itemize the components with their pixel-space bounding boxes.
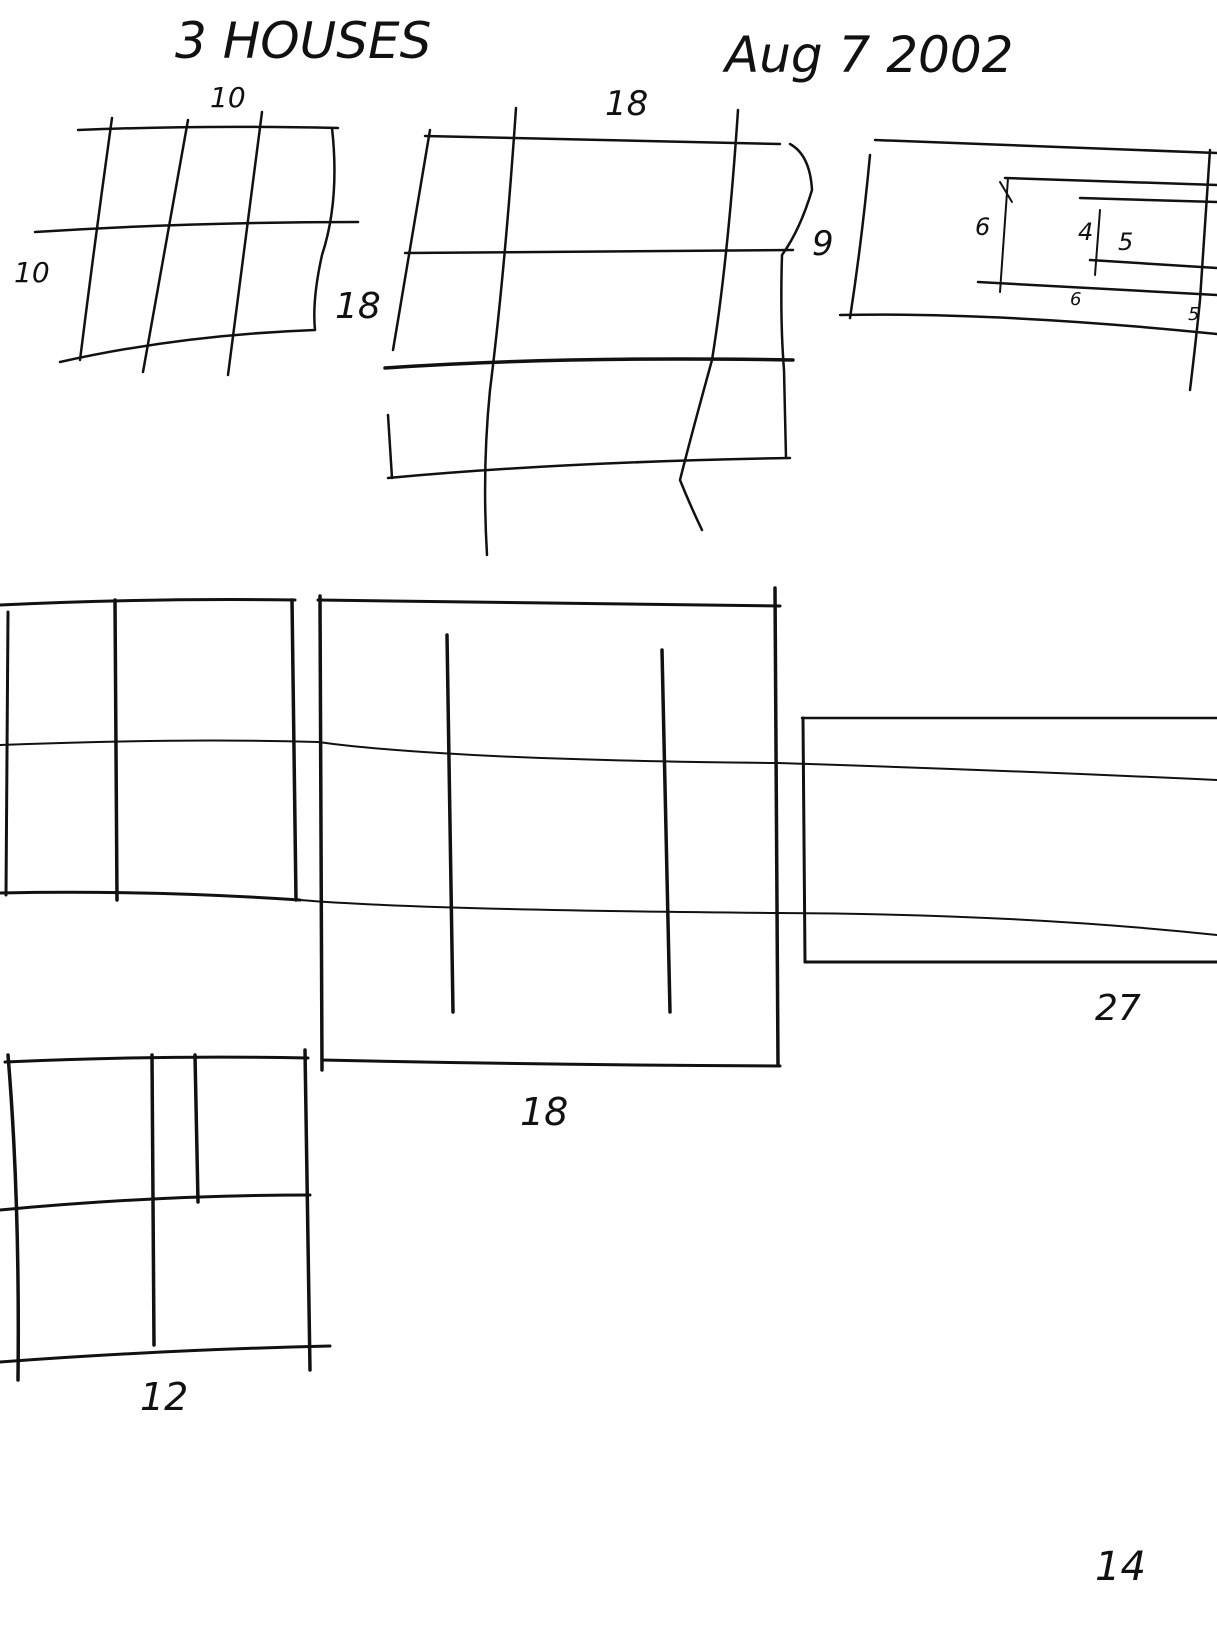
- sketch1-grid: [33, 110, 360, 377]
- sketch3-inner-dimension-b: 5: [1118, 228, 1133, 256]
- sketch1-left-dimension: 10: [14, 256, 50, 289]
- sketch-title: 3 HOUSES: [175, 12, 431, 70]
- lower-left-plan-bottom-dimension: 12: [140, 1375, 188, 1419]
- sketch3-height-dimension: 6: [975, 213, 990, 241]
- sketch1-right-dimension: 18: [335, 286, 381, 327]
- sketch-date: Aug 7 2002: [722, 26, 1013, 84]
- middle-center-plan: [299, 586, 782, 1072]
- sketch2-right-dimension: 9: [812, 224, 834, 264]
- sketch3-bottom-dimension-a: 6: [1070, 289, 1081, 310]
- center-plan-bottom-dimension: 18: [520, 1090, 568, 1134]
- sketch2-top-dimension: 18: [605, 84, 648, 124]
- bottom-left-plan: [0, 1048, 332, 1382]
- sketch2-grid: [383, 106, 814, 557]
- sketch1-top-dimension: 10: [210, 81, 246, 114]
- middle-right-plan: [777, 716, 1217, 964]
- sketch3-inner-dimension-a: 4: [1078, 218, 1093, 246]
- sketch3-elevation: [838, 138, 1217, 392]
- middle-left-plan: [0, 598, 319, 902]
- page-number: 14: [1095, 1544, 1146, 1590]
- right-plan-bottom-dimension: 27: [1095, 988, 1141, 1029]
- sketch3-bottom-dimension-b: 5: [1188, 304, 1199, 325]
